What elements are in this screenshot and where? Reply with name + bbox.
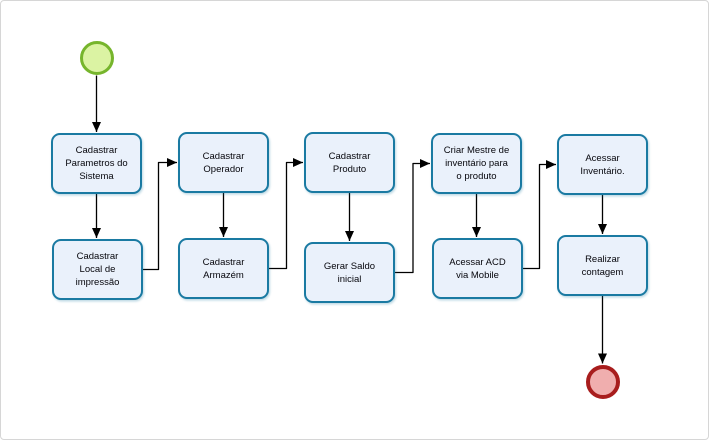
- task-realizar-contagem[interactable]: Realizar contagem: [557, 235, 648, 296]
- flow-local-impressao-to-operador: [143, 158, 177, 271]
- task-label: Realizar contagem: [581, 253, 624, 278]
- end-event[interactable]: [585, 364, 620, 399]
- task-acessar-acd-mobile[interactable]: Acessar ACD via Mobile: [432, 238, 523, 299]
- task-cadastrar-armazem[interactable]: Cadastrar Armazém: [178, 238, 269, 299]
- task-label: Cadastrar Operador: [202, 150, 245, 175]
- task-label: Acessar ACD via Mobile: [449, 256, 506, 281]
- flow-gerar-saldo-to-criar-mestre: [395, 159, 430, 274]
- task-cadastrar-produto[interactable]: Cadastrar Produto: [304, 132, 395, 193]
- flow-armazem-to-produto: [269, 158, 303, 270]
- task-criar-mestre-inventario[interactable]: Criar Mestre de inventário para o produt…: [431, 133, 522, 194]
- task-cadastrar-parametros[interactable]: Cadastrar Parametros do Sistema: [51, 133, 142, 194]
- task-gerar-saldo-inicial[interactable]: Gerar Saldo inicial: [304, 242, 395, 303]
- task-label: Cadastrar Parametros do Sistema: [65, 145, 128, 182]
- task-acessar-inventario[interactable]: Acessar Inventário.: [557, 134, 648, 195]
- task-label: Criar Mestre de inventário para o produt…: [443, 145, 510, 182]
- flow-acessar-acd-to-acessar-inventario: [523, 160, 556, 270]
- task-label: Acessar Inventário.: [580, 152, 625, 177]
- task-label: Gerar Saldo inicial: [323, 260, 376, 285]
- start-event[interactable]: [79, 41, 114, 75]
- task-cadastrar-operador[interactable]: Cadastrar Operador: [178, 132, 269, 193]
- task-label: Cadastrar Armazém: [202, 256, 245, 281]
- task-cadastrar-local-impressao[interactable]: Cadastrar Local de impressão: [52, 239, 143, 300]
- task-label: Cadastrar Produto: [328, 150, 371, 175]
- task-label: Cadastrar Local de impressão: [75, 251, 120, 288]
